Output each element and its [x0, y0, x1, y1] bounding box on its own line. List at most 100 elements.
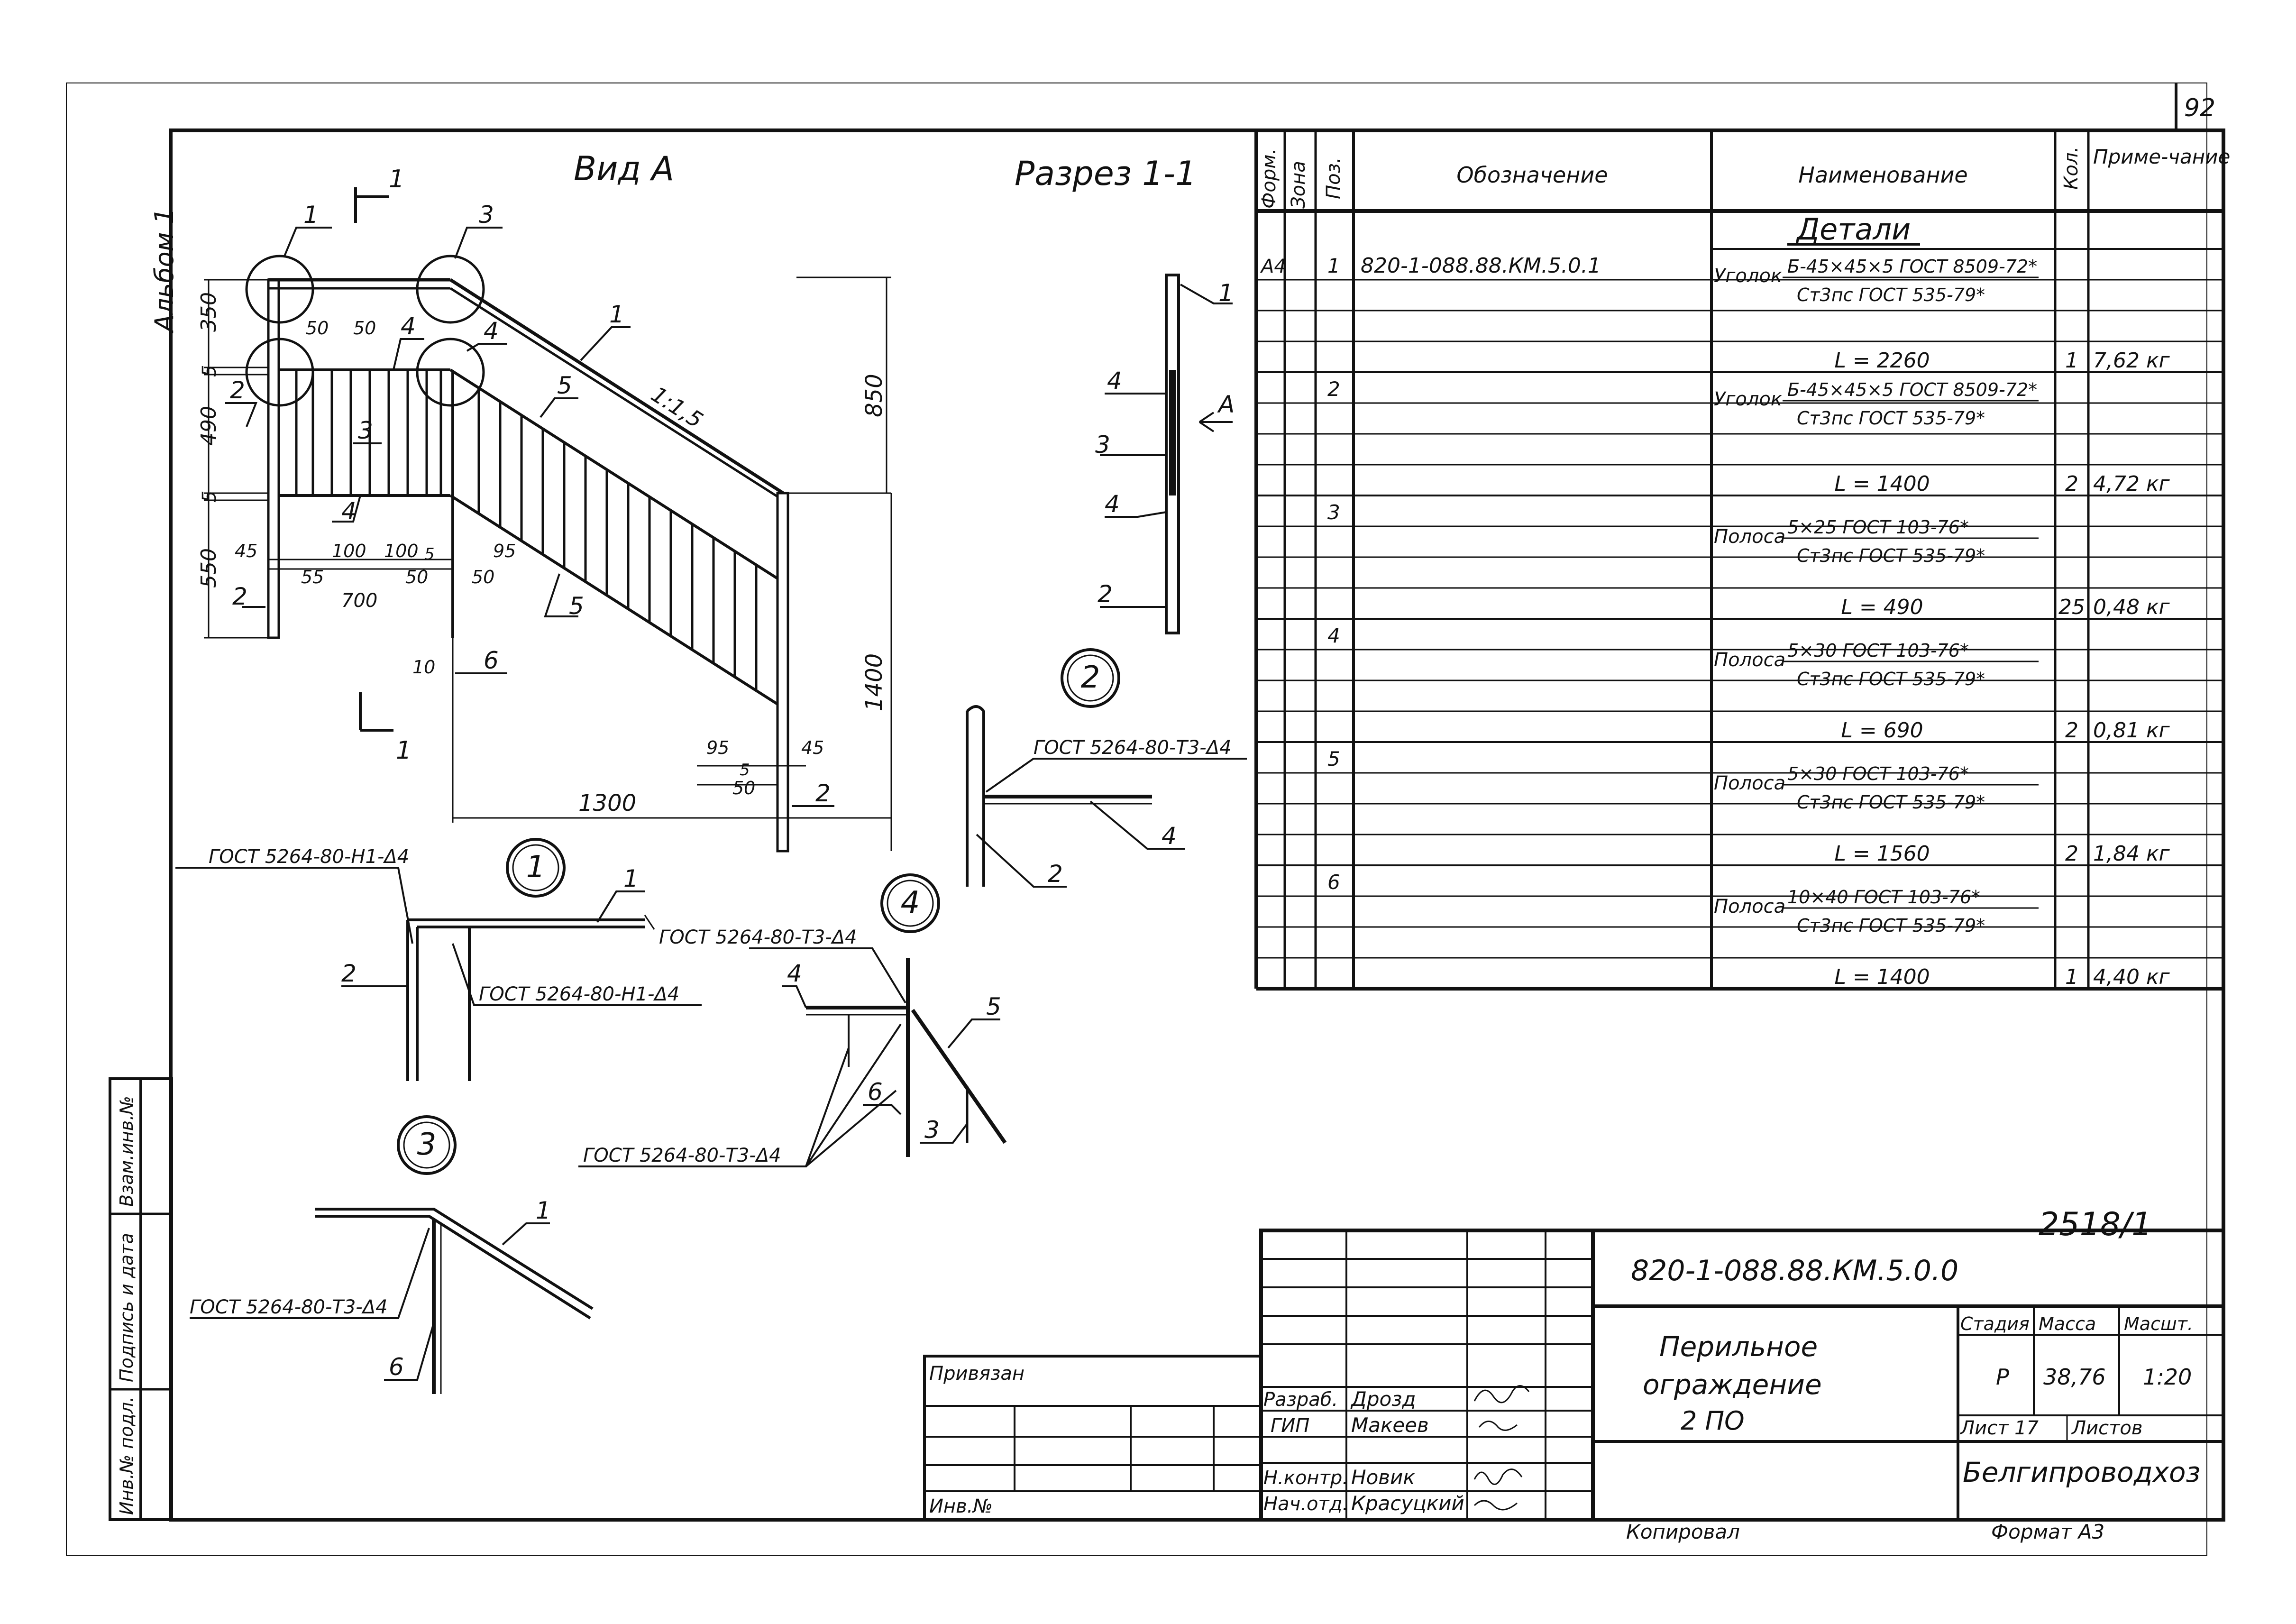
side-replace-label: Взам.инв.№	[116, 1096, 137, 1207]
detail-3-number: 3	[417, 1127, 437, 1162]
header-format: Форм.	[1258, 148, 1280, 209]
detail-1-number: 1	[526, 850, 546, 885]
stage-label: Стадия	[1960, 1313, 2030, 1334]
spec-row-note: 0,81 кг	[2093, 718, 2170, 743]
spec-row-material-bottom: Ст3пс ГОСТ 535-79*	[1797, 545, 1985, 566]
dim-10: 10	[412, 657, 435, 678]
title-block: 2518/1	[923, 1206, 2225, 1543]
header-zone: Зона	[1288, 161, 1309, 209]
dim-50b: 50	[472, 567, 494, 587]
spec-row-material-bottom: Ст3пс ГОСТ 535-79*	[1797, 669, 1985, 689]
callout-part-5b: 5	[569, 592, 584, 620]
spec-row-qty: 2	[2065, 472, 2078, 496]
detail-4-part-5: 5	[986, 993, 1001, 1020]
dim-45a: 45	[235, 541, 257, 561]
inv-label: Инв.№	[929, 1496, 993, 1517]
dim-45b: 45	[801, 737, 824, 758]
signature-marks	[1473, 1385, 1530, 1511]
sheet-label: Лист 17	[1959, 1417, 2039, 1439]
section-callout-4a: 4	[1107, 367, 1122, 395]
spec-row-note: 4,40 кг	[2093, 965, 2170, 989]
role-gip: ГИП	[1271, 1415, 1309, 1437]
scale-label: Масшт.	[2124, 1313, 2193, 1334]
callout-part-3: 3	[358, 417, 373, 444]
spec-row-note: 4,72 кг	[2093, 472, 2170, 496]
side-inv-label: Инв.№ подл.	[116, 1396, 137, 1515]
name-gip: Макеев	[1351, 1413, 1429, 1437]
dim-1400: 1400	[861, 653, 887, 711]
detail-1-weld-b: ГОСТ 5264-80-Н1-Δ4	[479, 983, 679, 1005]
spec-table: Форм. Зона Поз. Обозначение Наименование Кол.…	[1254, 130, 2230, 991]
callout-part-2b: 2	[815, 780, 831, 807]
spec-row-qty: 2	[2065, 718, 2078, 743]
spec-row-material-top: Б-45×45×5 ГОСТ 8509-72*	[1787, 256, 2037, 277]
callout-part-4a: 4	[401, 312, 416, 340]
dim-95a: 95	[493, 541, 516, 561]
detail-4-number: 4	[901, 885, 920, 920]
detail-4-part-4: 4	[787, 960, 802, 987]
sheets-label: Листов	[2071, 1417, 2142, 1439]
callout-part-4b: 4	[341, 497, 357, 525]
spec-row-kind: Уголок	[1714, 265, 1782, 287]
detail-4-weld-b: ГОСТ 5264-80-Т3-Δ4	[583, 1145, 781, 1166]
callout-detail-3: 3	[479, 201, 494, 229]
spec-row-material-bottom: Ст3пс ГОСТ 535-79*	[1797, 792, 1985, 813]
section-view-arrow-a: A	[1217, 391, 1235, 418]
detail-2-weld: ГОСТ 5264-80-Т3-Δ4	[1034, 737, 1232, 759]
detail-4-part-3: 3	[924, 1116, 940, 1144]
name-developer: Дрозд	[1350, 1387, 1416, 1411]
dim-5a: 5	[199, 365, 220, 377]
tied-label: Привязан	[929, 1363, 1025, 1385]
scale-value: 1:20	[2143, 1364, 2192, 1390]
spec-row-material-bottom: Ст3пс ГОСТ 535-79*	[1797, 915, 1985, 936]
spec-row-pos: 6	[1327, 871, 1340, 894]
spec-row-pos: 5	[1327, 747, 1340, 771]
section-callout-3: 3	[1095, 431, 1110, 459]
detail-1: 1 ГОСТ 5264-80-Н1-Δ4 ГОСТ 5264-80-Н1-Δ4 …	[175, 838, 702, 1081]
detail-3-part-1: 1	[536, 1197, 551, 1224]
dim-50c: 50	[306, 318, 329, 339]
header-name: Наименование	[1798, 162, 1967, 188]
dim-550: 550	[197, 548, 221, 588]
dim-50d: 50	[353, 318, 376, 339]
spec-row-note: 7,62 кг	[2093, 349, 2170, 373]
header-designation: Обозначение	[1456, 162, 1608, 188]
mass-label: Масса	[2039, 1313, 2096, 1334]
mass-value: 38,76	[2043, 1364, 2106, 1390]
dim-50a: 50	[405, 567, 428, 587]
header-note: Приме-чание	[2093, 145, 2230, 168]
spec-row-material-top: 5×25 ГОСТ 103-76*	[1787, 517, 1969, 538]
spec-row-pos: 2	[1327, 377, 1340, 401]
spec-row-length: L = 690	[1841, 718, 1923, 743]
section-callout-4b: 4	[1105, 490, 1120, 518]
section-drawing: Разрез 1-1 1 4 A 3 4 2	[1015, 154, 1235, 634]
spec-row-length: L = 1400	[1834, 965, 1930, 989]
dim-850: 850	[861, 374, 887, 417]
spec-row-kind: Полоса	[1714, 772, 1785, 794]
name-norm-control: Новик	[1351, 1466, 1415, 1489]
callout-detail-1: 1	[303, 201, 319, 229]
spec-row-kind: Полоса	[1714, 526, 1785, 548]
spec-row-qty: 2	[2065, 842, 2078, 866]
detail-2-number: 2	[1081, 660, 1100, 695]
spec-row-format: А4	[1260, 256, 1286, 277]
view-a-title: Вид А	[574, 149, 674, 188]
header-qty: Кол.	[2060, 147, 2082, 190]
header-pos: Поз.	[1323, 157, 1345, 199]
stamp-title-line-1: Перильное	[1659, 1330, 1818, 1363]
role-dept-head: Нач.отд.	[1263, 1493, 1348, 1515]
spec-row-length: L = 2260	[1834, 349, 1930, 373]
dim-95b: 95	[706, 737, 729, 758]
spec-row-note: 1,84 кг	[2093, 842, 2170, 866]
sheet-number: 92	[2184, 94, 2215, 122]
spec-row-pos: 4	[1327, 624, 1340, 647]
detail-4-part-6: 6	[868, 1078, 883, 1106]
spec-row-material-top: 5×30 ГОСТ 103-76*	[1787, 640, 1969, 661]
dim-5d: 5	[740, 761, 750, 780]
section-mark-top: 1	[389, 165, 404, 193]
spec-section-title: Детали	[1795, 212, 1911, 247]
section-callout-2: 2	[1098, 580, 1113, 608]
role-developer: Разраб.	[1263, 1389, 1338, 1411]
role-norm-control: Н.контр.	[1263, 1467, 1348, 1489]
